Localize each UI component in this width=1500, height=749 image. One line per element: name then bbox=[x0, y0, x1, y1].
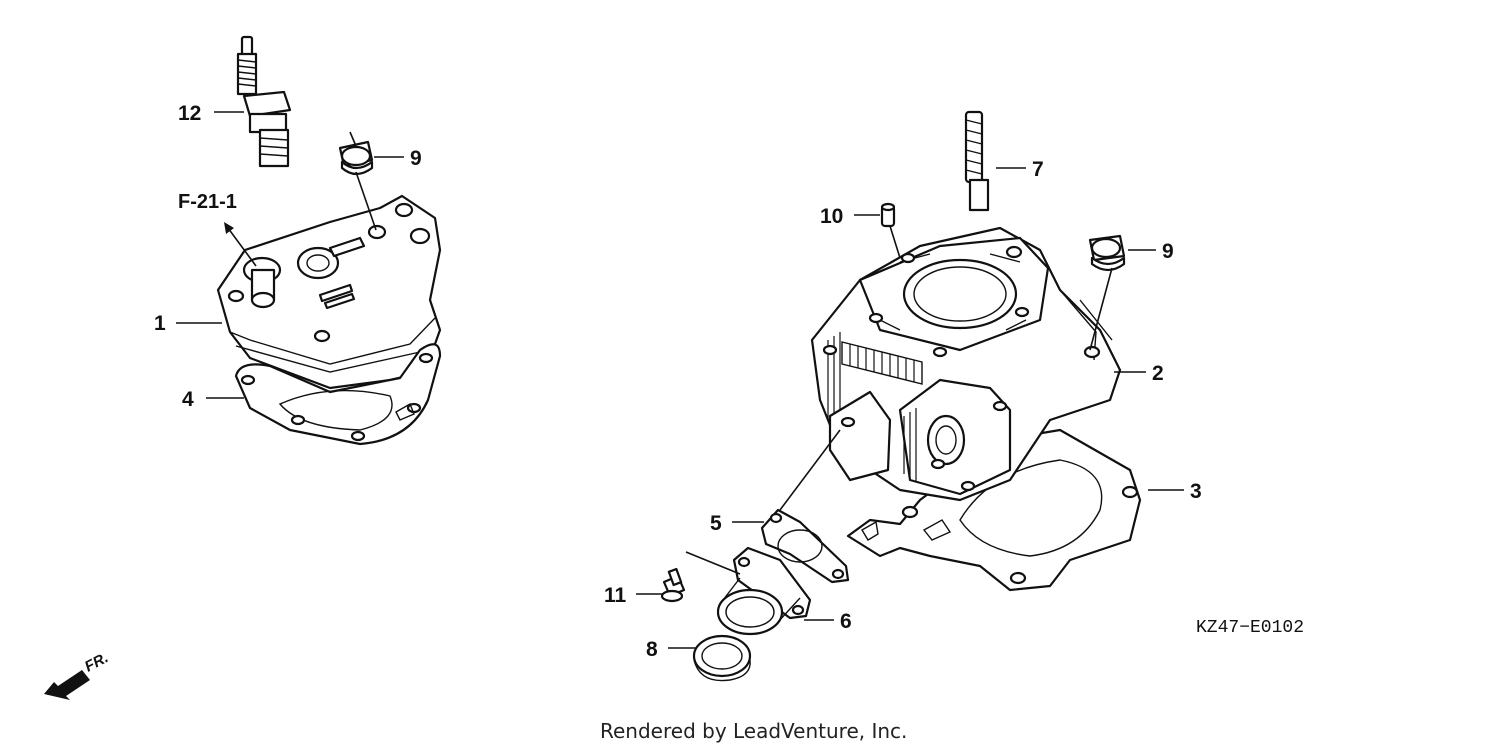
front-indicator: FR. bbox=[44, 649, 111, 700]
callout-8[interactable]: 8 bbox=[646, 638, 658, 661]
diagram-code: KZ47−E0102 bbox=[1196, 618, 1304, 638]
callout-9-right[interactable]: 9 bbox=[1162, 240, 1174, 263]
flange-bolt-part[interactable] bbox=[660, 567, 686, 603]
flange-nut-right-part[interactable] bbox=[1088, 234, 1126, 272]
dowel-pin-part[interactable] bbox=[880, 202, 896, 228]
callout-11[interactable]: 11 bbox=[604, 584, 627, 607]
cylinder-head-part[interactable] bbox=[216, 194, 442, 390]
callout-4[interactable]: 4 bbox=[182, 388, 194, 411]
callout-1[interactable]: 1 bbox=[154, 312, 166, 335]
callout-3[interactable]: 3 bbox=[1190, 480, 1202, 503]
flange-nut-left-part[interactable] bbox=[338, 140, 374, 176]
stud-bolt-part[interactable] bbox=[964, 110, 990, 212]
front-arrow-icon bbox=[44, 670, 90, 700]
leader-lines bbox=[176, 111, 1184, 649]
footer-credit: Rendered by LeadVenture, Inc. bbox=[600, 719, 907, 743]
spark-plug-part[interactable] bbox=[236, 35, 292, 168]
callout-10[interactable]: 10 bbox=[820, 205, 843, 228]
reference-arrow bbox=[224, 222, 257, 267]
callout-7[interactable]: 7 bbox=[1032, 158, 1044, 181]
reed-gasket-part[interactable] bbox=[760, 508, 850, 584]
intake-pipe-part[interactable] bbox=[716, 546, 812, 636]
callout-12[interactable]: 12 bbox=[178, 102, 201, 125]
callout-labels: 12 9 1 4 7 10 9 2 3 5 6 8 11 F-21-1 KZ47… bbox=[154, 102, 1304, 661]
reference-label[interactable]: F-21-1 bbox=[178, 191, 237, 213]
front-label: FR. bbox=[82, 649, 111, 675]
callout-5[interactable]: 5 bbox=[710, 512, 722, 535]
callout-9-left[interactable]: 9 bbox=[410, 147, 422, 170]
callout-6[interactable]: 6 bbox=[840, 610, 852, 633]
head-gasket-part[interactable] bbox=[234, 343, 442, 446]
cylinder-part[interactable] bbox=[810, 226, 1122, 502]
callout-2[interactable]: 2 bbox=[1152, 362, 1164, 385]
clamp-ring-part[interactable] bbox=[692, 634, 752, 682]
